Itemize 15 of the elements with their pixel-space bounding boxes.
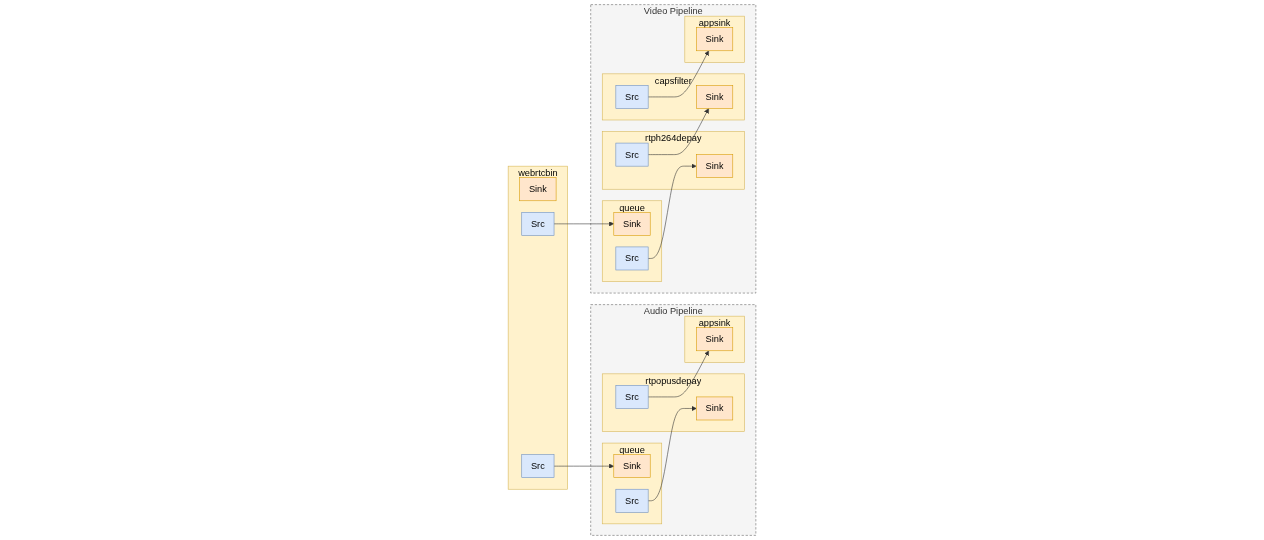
node-box: Src xyxy=(615,488,649,513)
node-box: Src xyxy=(615,246,649,271)
node-box: Src xyxy=(615,142,649,167)
node-box: Sink xyxy=(613,212,651,236)
node-box: Sink xyxy=(696,396,734,421)
node-box: Sink xyxy=(696,154,734,178)
node-box: Sink xyxy=(696,27,734,52)
node-box: Src xyxy=(615,385,649,409)
node-box: Sink xyxy=(696,85,734,109)
node-box: Sink xyxy=(613,454,651,478)
node-box: Src xyxy=(521,454,555,478)
node-box: Sink xyxy=(696,327,734,352)
node-box: Src xyxy=(615,85,649,109)
node-box: Src xyxy=(521,212,555,236)
node-box: Sink xyxy=(519,177,557,202)
